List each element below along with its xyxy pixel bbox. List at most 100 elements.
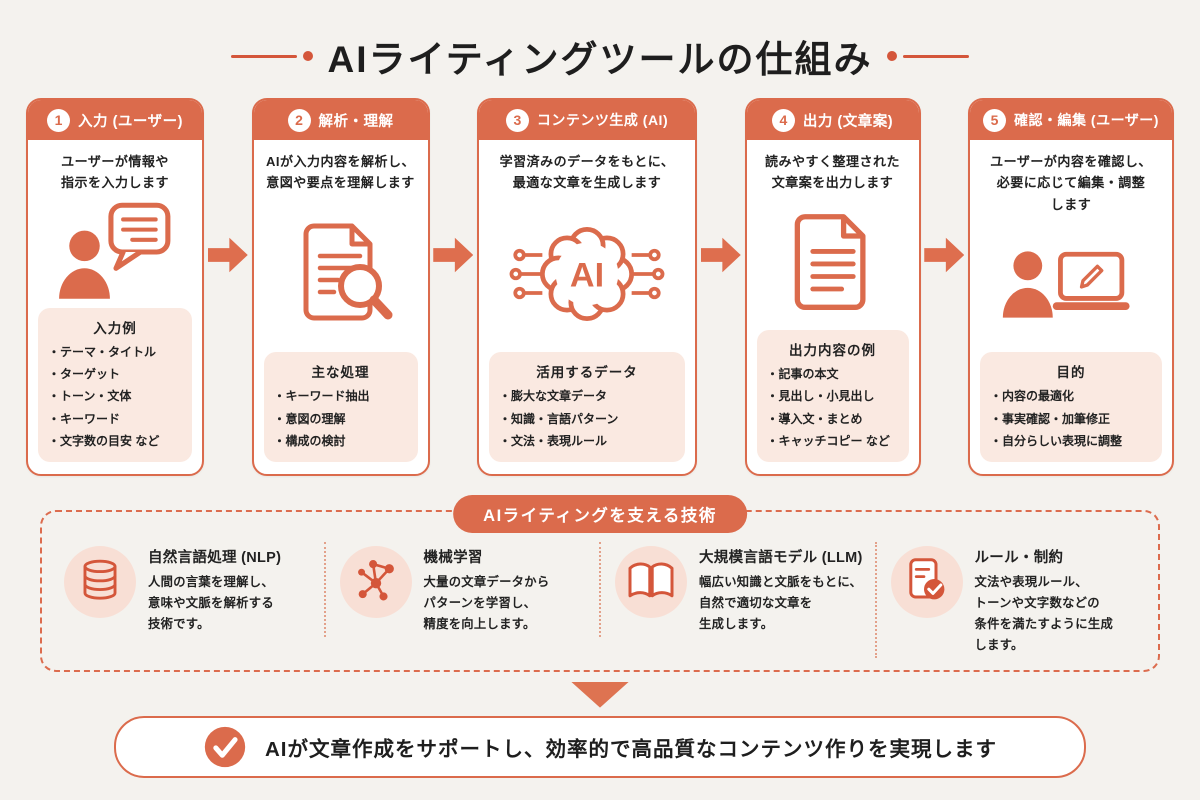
arrow-right-icon <box>433 237 474 273</box>
step-icon-area <box>254 196 428 353</box>
step-card-output: 4 出力 (文章案) 読みやすく整理された 文章案を出力します 出力内容 <box>744 98 921 476</box>
document-icon <box>794 214 866 311</box>
tech-item-title: 自然言語処理 (NLP) <box>148 550 282 566</box>
example-box-title: 活用するデータ <box>536 365 638 381</box>
step-icon-area <box>747 196 919 330</box>
step-header: 2 解析・理解 <box>253 100 428 140</box>
tech-item-ml: 機械学習 大量の文章データから パターンを学習し、 精度を向上します。 <box>323 542 600 637</box>
arrow-down-icon <box>571 681 629 708</box>
step-description: AIが入力内容を解析し、 意図や要点を理解します <box>265 154 415 191</box>
tech-text: ルール・制約 文法や表現ルール、 トーンや文字数などの 条件を満たすように生成 … <box>975 544 1114 656</box>
step-card-review: 5 確認・編集 (ユーザー) ユーザーが内容を確認し、 必要に応じて編集・調整 … <box>968 98 1174 476</box>
step-number-badge: 5 <box>983 108 1007 132</box>
title-row: AIライティングツールの仕組み <box>0 0 1200 86</box>
arrow-gap <box>921 98 969 476</box>
example-item: ・テーマ・タイトル <box>48 345 157 360</box>
arrow-gap <box>697 98 745 476</box>
step-description: ユーザーが情報や 指示を入力します <box>60 154 169 191</box>
step-icon-area <box>970 217 1172 352</box>
title-decoration-right <box>886 51 969 61</box>
step-card-input: 1 入力 (ユーザー) ユーザーが情報や 指示を入力します <box>26 98 204 476</box>
example-item: ・導入文・まとめ <box>766 411 863 426</box>
example-item: ・記事の本文 <box>766 367 839 382</box>
tech-icon-circle <box>339 546 412 618</box>
person-laptop-icon <box>1002 251 1130 318</box>
decoration-line <box>902 54 969 58</box>
conclusion-banner: AIが文章作成をサポートし、効率的で高品質なコンテンツ作りを実現します <box>114 715 1086 778</box>
step-header: 4 出力 (文章案) <box>746 100 919 140</box>
step-icon-area: AI <box>479 196 695 353</box>
tech-item-description: 文法や表現ルール、 トーンや文字数などの 条件を満たすように生成 します。 <box>974 575 1114 652</box>
tech-item-description: 人間の言葉を理解し、 意味や文脈を解析する 技術です。 <box>148 575 274 631</box>
example-item: ・キャッチコピー など <box>766 433 890 448</box>
example-list: ・内容の最適化 ・事実確認・加筆修正 ・自分らしい表現に調整 <box>990 385 1152 452</box>
step-description: ユーザーが内容を確認し、 必要に応じて編集・調整 します <box>990 154 1152 212</box>
step-card-analysis: 2 解析・理解 AIが入力内容を解析し、 意図や要点を理解します <box>251 98 430 476</box>
example-box: 出力内容の例 ・記事の本文 ・見出し・小見出し ・導入文・まとめ ・キャッチコピ… <box>756 330 909 462</box>
rules-check-icon <box>908 558 944 600</box>
step-title: コンテンツ生成 (AI) <box>536 112 669 128</box>
step-header: 1 入力 (ユーザー) <box>28 100 202 140</box>
tech-item-nlp: 自然言語処理 (NLP) 人間の言葉を理解し、 意味や文脈を解析する 技術です。 <box>50 542 324 637</box>
step-header: 3 コンテンツ生成 (AI) <box>479 100 695 140</box>
tech-section: AIライティングを支える技術 自然言語処理 (NLP) 人間の言葉を理解し、 意… <box>40 495 1160 672</box>
example-box-title: 目的 <box>1056 365 1086 381</box>
decoration-dot <box>886 51 897 61</box>
tech-item-llm: 大規模言語モデル (LLM) 幅広い知識と文脈をもとに、 自然で適切な文章を 生… <box>599 542 875 637</box>
tech-icon-circle <box>615 546 687 618</box>
arrow-gap <box>204 98 252 476</box>
example-item: ・膨大な文章データ <box>499 389 608 404</box>
title-decoration-left <box>231 51 314 61</box>
tech-item-description: 幅広い知識と文脈をもとに、 自然で適切な文章を 生成します。 <box>699 575 863 631</box>
tech-item-title: ルール・制約 <box>974 550 1064 566</box>
open-book-icon <box>628 562 674 598</box>
step-number-badge: 4 <box>771 108 795 132</box>
step-header: 5 確認・編集 (ユーザー) <box>970 100 1172 140</box>
document-search-icon <box>303 223 392 321</box>
conclusion-text: AIが文章作成をサポートし、効率的で高品質なコンテンツ作りを実現します <box>265 737 997 761</box>
example-item: ・自分らしい表現に調整 <box>990 433 1123 448</box>
example-item: ・見出し・小見出し <box>766 389 875 404</box>
example-item: ・文字数の目安 など <box>48 433 160 448</box>
step-title: 解析・理解 <box>318 113 394 130</box>
example-list: ・テーマ・タイトル ・ターゲット ・トーン・文体 ・キーワード ・文字数の目安 … <box>48 341 182 452</box>
step-number-badge: 2 <box>287 108 311 132</box>
steps-row: 1 入力 (ユーザー) ユーザーが情報や 指示を入力します <box>0 98 1200 476</box>
example-list: ・記事の本文 ・見出し・小見出し ・導入文・まとめ ・キャッチコピー など <box>767 363 899 452</box>
decoration-dot <box>303 51 314 61</box>
tech-icon-circle <box>890 546 963 618</box>
tech-text: 大規模言語モデル (LLM) 幅広い知識と文脈をもとに、 自然で適切な文章を 生… <box>699 544 863 635</box>
tech-text: 機械学習 大量の文章データから パターンを学習し、 精度を向上します。 <box>424 544 550 635</box>
database-icon <box>83 559 117 600</box>
example-item: ・キーワード抽出 <box>273 389 370 404</box>
svg-text:AI: AI <box>570 257 604 295</box>
step-number-badge: 1 <box>47 108 71 132</box>
example-item: ・意図の理解 <box>273 411 346 426</box>
network-icon <box>357 560 394 601</box>
example-box-title: 出力内容の例 <box>789 343 876 359</box>
step-number-badge: 3 <box>505 108 529 132</box>
example-item: ・事実確認・加筆修正 <box>990 411 1111 426</box>
example-item: ・トーン・文体 <box>48 389 132 404</box>
arrow-gap <box>430 98 478 476</box>
example-list: ・キーワード抽出 ・意図の理解 ・構成の検討 <box>274 385 408 452</box>
ai-brain-icon: AI <box>509 227 665 322</box>
person-chat-icon <box>59 202 171 299</box>
example-box: 活用するデータ ・膨大な文章データ ・知識・言語パターン ・文法・表現ルール <box>489 352 685 462</box>
arrow-right-icon <box>207 237 248 273</box>
page-title: AIライティングツールの仕組み <box>327 39 873 80</box>
tech-item-title: 大規模言語モデル (LLM) <box>699 550 863 566</box>
tech-item-title: 機械学習 <box>423 550 483 566</box>
tech-icon-circle <box>64 546 136 618</box>
tech-item-rules: ルール・制約 文法や表現ルール、 トーンや文字数などの 条件を満たすように生成 … <box>874 542 1151 658</box>
example-box-title: 入力例 <box>93 321 137 337</box>
example-item: ・内容の最適化 <box>990 389 1075 404</box>
step-description: 読みやすく整理された 文章案を出力します <box>764 154 900 191</box>
tech-section-badge: AIライティングを支える技術 <box>453 495 747 533</box>
example-list: ・膨大な文章データ ・知識・言語パターン ・文法・表現ルール <box>499 385 675 452</box>
arrow-right-icon <box>924 237 965 273</box>
step-title: 出力 (文章案) <box>802 113 894 130</box>
tech-text: 自然言語処理 (NLP) 人間の言葉を理解し、 意味や文脈を解析する 技術です。 <box>148 544 281 635</box>
example-box: 目的 ・内容の最適化 ・事実確認・加筆修正 ・自分らしい表現に調整 <box>980 352 1162 462</box>
